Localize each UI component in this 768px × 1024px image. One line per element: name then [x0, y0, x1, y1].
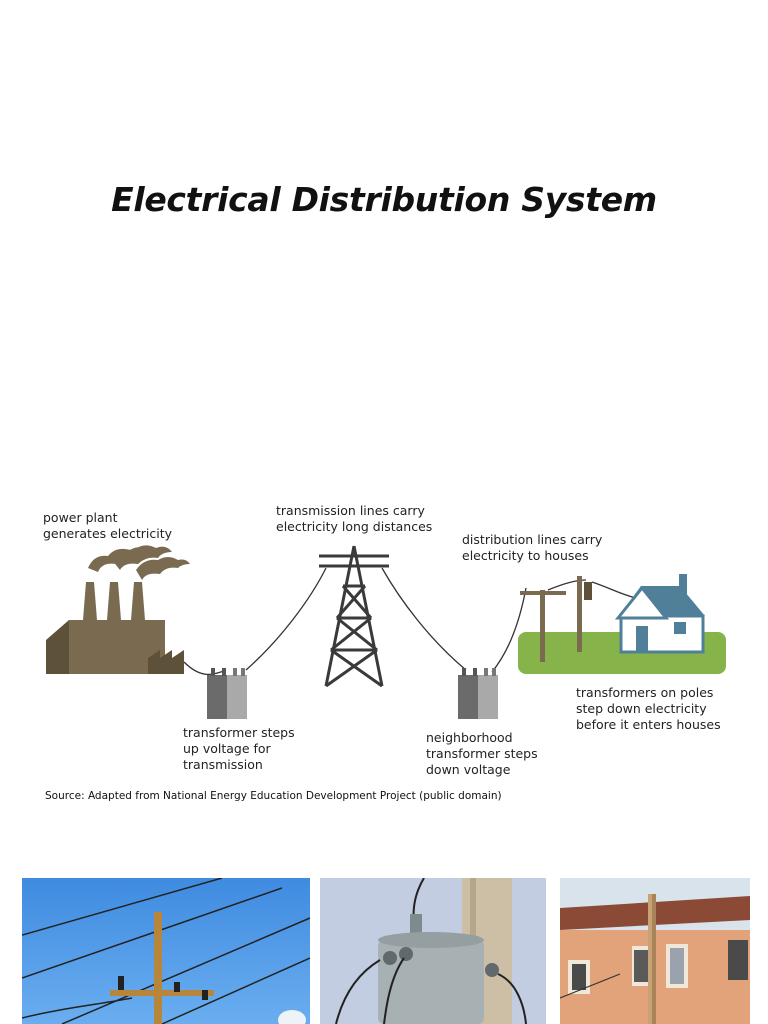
- neighborhood-transformer-icon: [458, 668, 498, 719]
- wire-pole-house: [591, 581, 637, 599]
- neighborhood-transformer-label-line3: down voltage: [426, 762, 511, 777]
- step-up-transformer-label-line3: transmission: [183, 757, 263, 772]
- page-title: Electrical Distribution System: [111, 180, 657, 219]
- wire-transformer-tower: [245, 567, 327, 671]
- power-plant-icon: [46, 545, 190, 674]
- diagram-source-credit: Source: Adapted from National Energy Edu…: [45, 790, 502, 802]
- power-plant-label: power plant generates electricity: [43, 510, 172, 542]
- wire-neighborhood-pole: [491, 587, 527, 673]
- utility-pole-photo: [22, 878, 310, 1024]
- step-up-transformer-label-line1: transformer steps: [183, 725, 295, 740]
- neighborhood-transformer-label-line1: neighborhood: [426, 730, 513, 745]
- neighborhood-transformer-label: neighborhood transformer steps down volt…: [426, 730, 538, 778]
- distribution-lines-label-line2: electricity to houses: [462, 548, 589, 563]
- pole-transformers-label-line2: step down electricity: [576, 701, 707, 716]
- wire-pole-pole: [547, 579, 587, 591]
- transmission-tower-icon: [319, 545, 389, 688]
- pole-transformer-photo: [320, 878, 546, 1024]
- distribution-diagram: [46, 545, 726, 719]
- step-up-transformer-icon: [207, 668, 247, 719]
- transmission-lines-label: transmission lines carry electricity lon…: [276, 503, 432, 535]
- step-up-transformer-label-line2: up voltage for: [183, 741, 271, 756]
- power-plant-label-line1: power plant: [43, 510, 118, 525]
- distribution-lines-label-line1: distribution lines carry: [462, 532, 603, 547]
- pole-transformers-label-line1: transformers on poles: [576, 685, 714, 700]
- step-up-transformer-label: transformer steps up voltage for transmi…: [183, 725, 295, 773]
- house-pole-photo: [560, 878, 750, 1024]
- wire-plant-transformer: [183, 661, 227, 675]
- wire-tower-neighborhood: [381, 567, 467, 671]
- utility-poles-icon: [520, 576, 592, 662]
- transmission-lines-label-line1: transmission lines carry: [276, 503, 425, 518]
- house-icon: [614, 574, 705, 654]
- transmission-lines-label-line2: electricity long distances: [276, 519, 433, 534]
- pole-transformers-label-line3: before it enters houses: [576, 717, 721, 732]
- power-plant-label-line2: generates electricity: [43, 526, 172, 541]
- pole-transformers-label: transformers on poles step down electric…: [576, 685, 721, 733]
- neighborhood-transformer-label-line2: transformer steps: [426, 746, 538, 761]
- distribution-lines-label: distribution lines carry electricity to …: [462, 532, 602, 564]
